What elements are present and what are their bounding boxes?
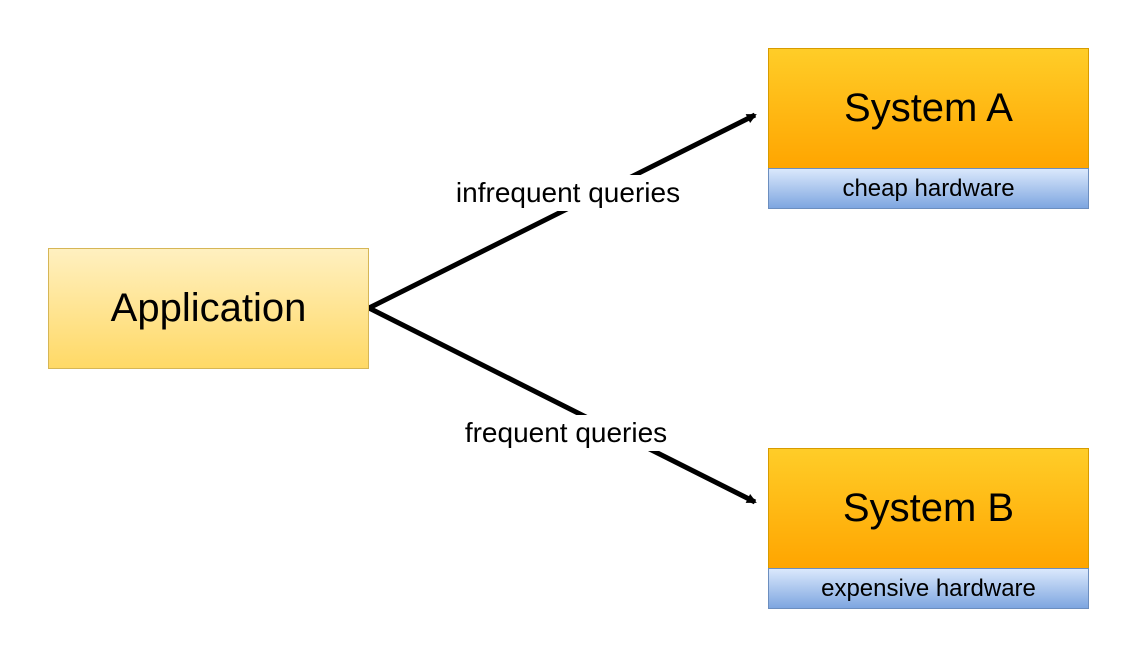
arrow-to-system-a xyxy=(367,112,757,311)
system-a-hardware-label: cheap hardware xyxy=(842,174,1015,202)
system-b-hardware-label: expensive hardware xyxy=(821,574,1036,602)
system-a-label: System A xyxy=(844,86,1013,130)
system-b-node: System B xyxy=(768,448,1089,569)
application-label: Application xyxy=(110,286,307,330)
system-a-hardware-node: cheap hardware xyxy=(768,168,1089,209)
system-a-node: System A xyxy=(768,48,1089,169)
arrow-to-system-b xyxy=(367,305,757,505)
frequent-queries-label: frequent queries xyxy=(460,415,672,451)
application-node: Application xyxy=(48,248,369,369)
infrequent-queries-label: infrequent queries xyxy=(451,175,685,211)
system-b-label: System B xyxy=(842,486,1015,530)
system-b-hardware-node: expensive hardware xyxy=(768,568,1089,609)
